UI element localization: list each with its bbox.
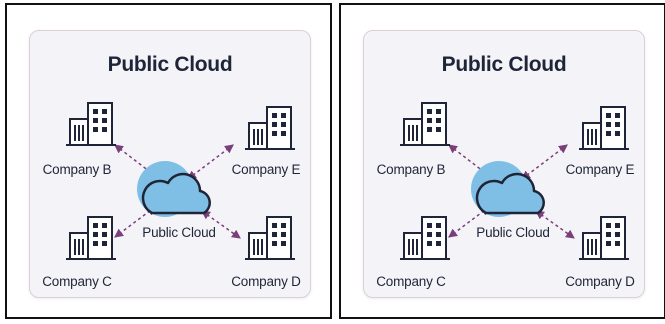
center-cloud-label: Public Cloud (476, 225, 550, 240)
panel-frame-2: Public Cloud (339, 3, 665, 319)
panel-frame-1: Public Cloud (5, 3, 332, 319)
diagram-card-1: Public Cloud (29, 30, 311, 298)
cloud-icon (137, 161, 211, 217)
diagram-svg (65, 102, 296, 260)
building-icon-e (244, 106, 296, 150)
company-b-label: Company B (376, 162, 446, 177)
building-icon-b (65, 102, 117, 146)
building-icon-c (65, 216, 117, 260)
diagram-card-2: Public Cloud (363, 30, 645, 298)
building-icon-e (578, 106, 630, 150)
company-e-label: Company E (231, 162, 301, 177)
company-d-label: Company D (565, 274, 635, 289)
diagram-title: Public Cloud (107, 53, 233, 76)
building-icon-b (399, 102, 451, 146)
building-icon-c (399, 216, 451, 260)
connector-d (535, 210, 575, 239)
diagram-svg (399, 102, 630, 260)
company-c-label: Company C (42, 274, 112, 289)
company-c-label: Company C (376, 274, 446, 289)
diagram-title: Public Cloud (441, 53, 567, 76)
building-icon-d (578, 216, 630, 260)
building-icon-d (244, 216, 296, 260)
company-e-label: Company E (565, 162, 635, 177)
connector-e (187, 144, 234, 180)
company-b-label: Company B (42, 162, 112, 177)
center-cloud-label: Public Cloud (142, 225, 216, 240)
cloud-icon (471, 161, 545, 217)
company-d-label: Company D (231, 274, 301, 289)
connector-d (201, 210, 241, 239)
connector-e (521, 144, 568, 180)
